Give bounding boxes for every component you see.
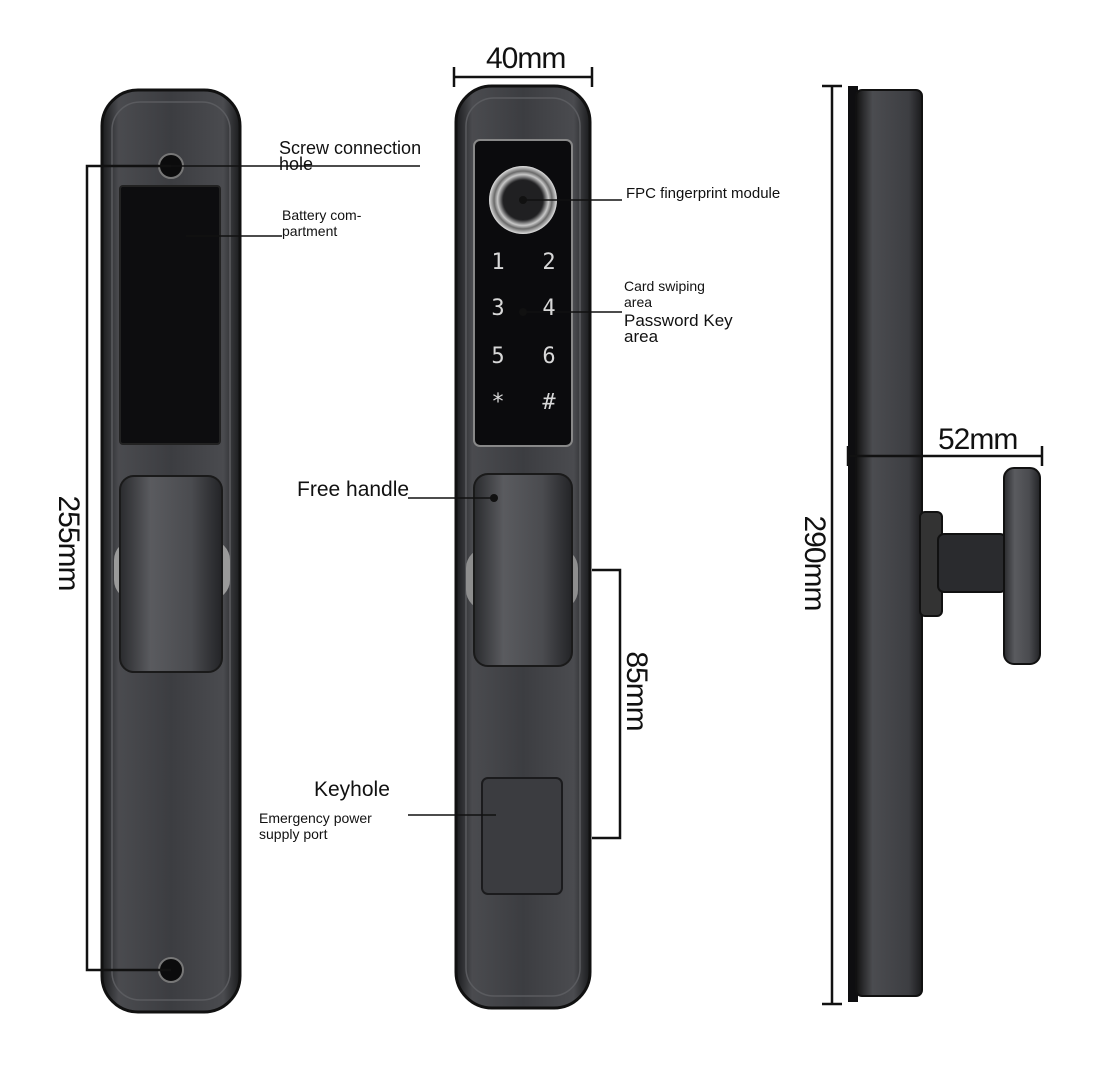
dim-52-bracket bbox=[846, 446, 1044, 466]
key-2: 2 bbox=[542, 250, 556, 275]
back-plate bbox=[100, 88, 242, 1014]
back-handle-hub bbox=[114, 475, 230, 673]
key-6: 6 bbox=[542, 344, 556, 369]
key-star: * bbox=[491, 390, 505, 415]
dim-290-bracket bbox=[822, 84, 842, 1006]
label-battery: Battery com- partment bbox=[282, 207, 362, 239]
dim-40-bracket bbox=[452, 67, 594, 87]
label-password-area: Password Key area bbox=[624, 311, 733, 346]
side-view bbox=[848, 86, 1041, 1002]
side-handle bbox=[919, 467, 1041, 665]
label-emergency-port: Emergency power supply port bbox=[259, 810, 372, 842]
label-screw-hole: Screw connection hole bbox=[279, 138, 422, 174]
callout-leaders bbox=[171, 165, 622, 816]
callout-dots bbox=[490, 196, 527, 502]
dim-255-bracket bbox=[85, 164, 171, 972]
dim-52-label: 52mm bbox=[938, 423, 1018, 456]
dim-290-label: 290mm bbox=[798, 515, 831, 611]
label-card-area: Card swiping area bbox=[624, 278, 705, 310]
key-5: 5 bbox=[491, 344, 505, 369]
battery-compartment bbox=[119, 185, 221, 445]
dim-40-label: 40mm bbox=[486, 42, 566, 75]
dim-255-label: 255mm bbox=[52, 495, 85, 591]
key-hash: # bbox=[542, 390, 556, 415]
label-fingerprint: FPC fingerprint module bbox=[626, 185, 781, 202]
key-4: 4 bbox=[542, 296, 556, 321]
front-panel bbox=[454, 84, 592, 1010]
label-keyhole: Keyhole bbox=[314, 778, 390, 801]
key-1: 1 bbox=[491, 250, 505, 275]
dim-85-bracket bbox=[592, 568, 622, 840]
dim-85-label: 85mm bbox=[620, 651, 653, 731]
keyhole-cover bbox=[481, 777, 563, 895]
label-free-handle: Free handle bbox=[297, 478, 410, 501]
key-3: 3 bbox=[491, 296, 505, 321]
front-handle bbox=[466, 473, 578, 667]
